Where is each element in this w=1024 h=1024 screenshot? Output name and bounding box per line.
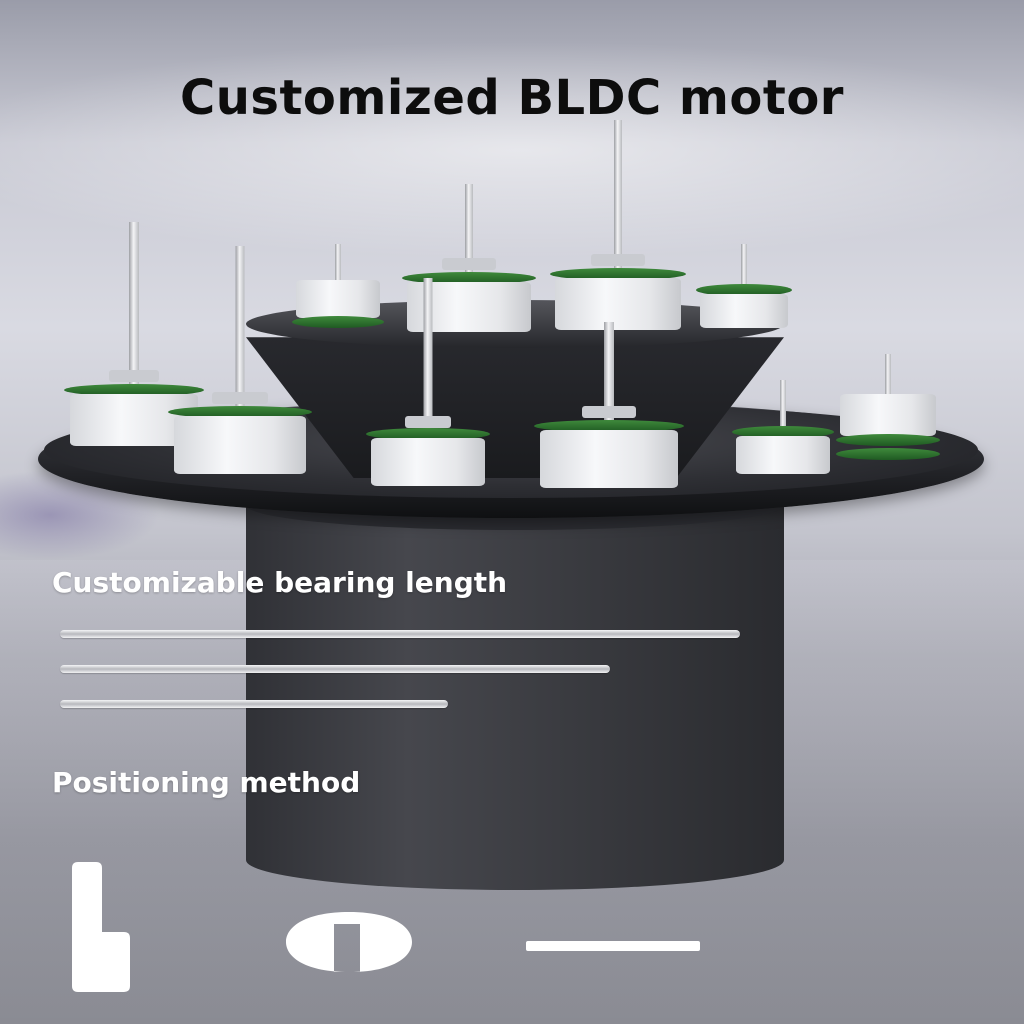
motor-upper-3 [550,120,686,330]
motor-lower-3 [366,278,490,486]
motor-lower-6 [836,354,940,460]
positioning-method-label: Positioning method [52,766,361,799]
motor-lower-5 [732,380,834,474]
motor-lower-4 [534,322,684,488]
d-cut-profile-icon [286,912,412,972]
backdrop-swoosh [0,40,1024,260]
pedestal-pillar [246,500,784,890]
flat-shaft-profile-icon [526,941,700,951]
motor-upper-1 [292,244,384,328]
motor-lower-2 [168,246,312,474]
page-title: Customized BLDC motor [180,70,844,126]
stepped-flat-profile-icon [72,862,130,992]
long-shaft [60,630,740,638]
motor-upper-4 [696,244,792,328]
bearing-length-label: Customizable bearing length [52,566,508,599]
motor-upper-2 [402,184,536,332]
medium-shaft [60,665,610,673]
short-shaft [60,700,448,708]
